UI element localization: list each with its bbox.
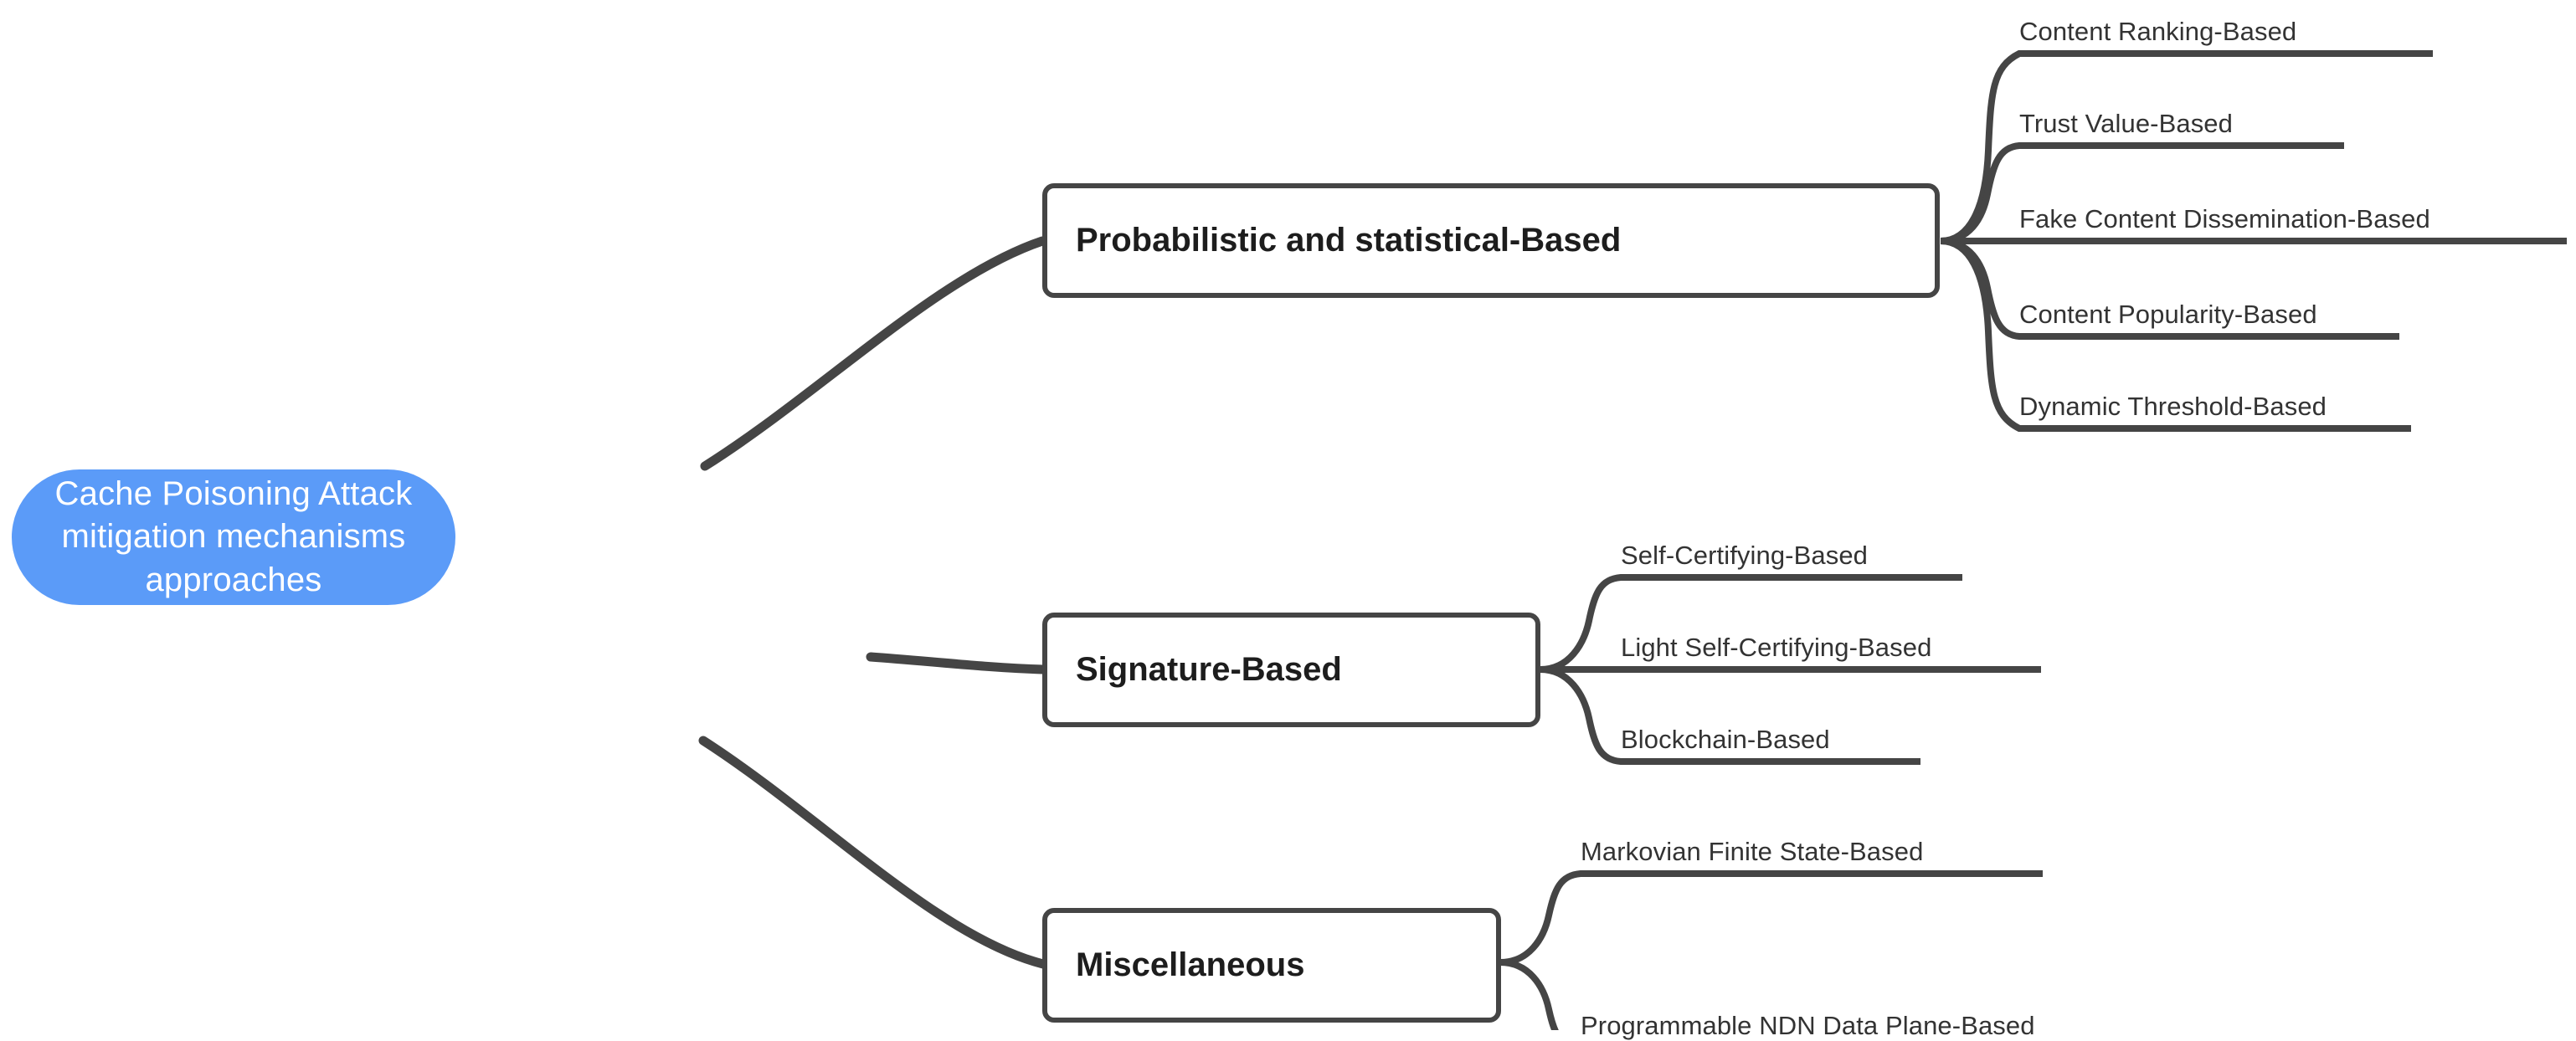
leaf-label-fake-content-dissemination[interactable]: Fake Content Dissemination-Based xyxy=(2019,204,2430,233)
leaf-label-light-self-certifying[interactable]: Light Self-Certifying-Based xyxy=(1621,633,1932,662)
leaf-label-programmable-ndn-data-plane[interactable]: Programmable NDN Data Plane-Based xyxy=(1581,1011,2035,1040)
leafwire-markovian xyxy=(1499,870,2043,966)
leaf-label-trust-value[interactable]: Trust Value-Based xyxy=(2019,109,2233,138)
leaf-label-content-ranking[interactable]: Content Ranking-Based xyxy=(2019,17,2297,46)
root-node-label: Cache Poisoning Attack mitigation mechan… xyxy=(55,473,413,602)
root-line-3: approaches xyxy=(145,561,322,598)
branch-node-miscellaneous[interactable]: Miscellaneous xyxy=(1042,908,1501,1023)
branch-label-signature: Signature-Based xyxy=(1076,651,1342,688)
branch-label-probabilistic: Probabilistic and statistical-Based xyxy=(1076,222,1622,259)
root-node[interactable]: Cache Poisoning Attack mitigation mechan… xyxy=(12,469,455,605)
leaf-label-content-popularity[interactable]: Content Popularity-Based xyxy=(2019,300,2317,329)
branch-label-miscellaneous: Miscellaneous xyxy=(1076,946,1305,983)
trunk-to-signature xyxy=(866,652,1048,674)
leafwire-self-certifying xyxy=(1540,574,1962,673)
leafwire-dynamic-threshold xyxy=(1940,238,2411,432)
leafwire-trust-value xyxy=(1940,142,2344,244)
leafwire-programmable-ndn xyxy=(1499,959,1559,1030)
branch-node-signature[interactable]: Signature-Based xyxy=(1042,613,1540,727)
leaf-label-markovian-finite-state[interactable]: Markovian Finite State-Based xyxy=(1581,837,1924,866)
root-line-2: mitigation mechanisms xyxy=(61,518,406,556)
leaf-label-blockchain[interactable]: Blockchain-Based xyxy=(1621,725,1830,754)
trunk-to-probabilistic xyxy=(700,236,1047,471)
trunk-to-miscellaneous xyxy=(698,736,1048,969)
leafwire-blockchain xyxy=(1540,666,1920,765)
leaf-label-dynamic-threshold[interactable]: Dynamic Threshold-Based xyxy=(2019,392,2327,421)
root-line-1: Cache Poisoning Attack xyxy=(54,475,413,513)
branch-node-probabilistic[interactable]: Probabilistic and statistical-Based xyxy=(1042,183,1940,298)
leaf-label-self-certifying[interactable]: Self-Certifying-Based xyxy=(1621,541,1868,570)
